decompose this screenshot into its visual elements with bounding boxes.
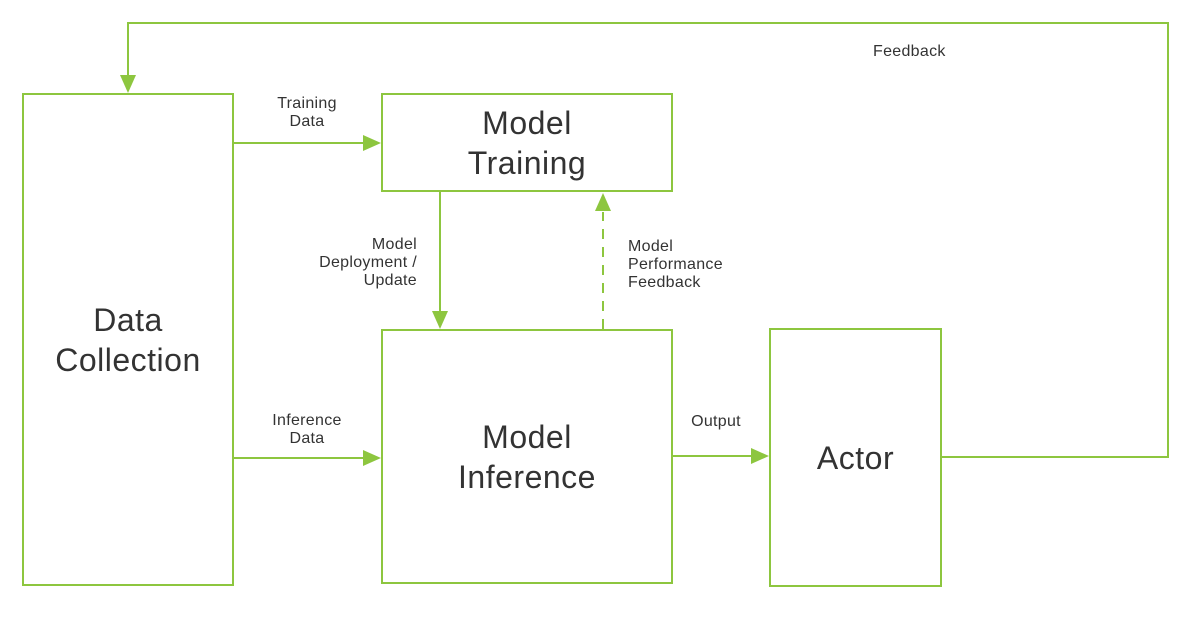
- edge-label-line: Model: [371, 236, 417, 253]
- edge-label-line: Update: [363, 272, 417, 289]
- edge-label-line: Data: [289, 430, 325, 447]
- edge-label-line: Training: [277, 95, 337, 112]
- model-deployment-arrow: [432, 192, 448, 329]
- model-performance-feedback-arrow: [595, 193, 611, 329]
- node-label-line: Training: [467, 144, 587, 181]
- edge-label-line: Performance: [628, 256, 723, 273]
- output-label: Output: [666, 413, 766, 431]
- node-label-line: Model: [482, 104, 572, 141]
- feedback-loop-arrow: [120, 22, 1169, 458]
- inference-data-arrow: [233, 450, 381, 466]
- arrowhead-right-icon: [363, 450, 381, 466]
- node-label-line: Actor: [816, 439, 895, 476]
- model-inference-node: Model Inference: [381, 329, 673, 584]
- edge-label-line: Feedback: [873, 43, 946, 60]
- arrowhead-down-icon: [432, 311, 448, 329]
- output-arrow: [673, 448, 769, 464]
- arrowhead-right-icon: [751, 448, 769, 464]
- node-label-line: Model: [482, 418, 572, 455]
- model-training-node: Model Training: [381, 93, 673, 192]
- edge-label-line: Model: [628, 238, 674, 255]
- training-data-label: Training Data: [247, 95, 367, 131]
- edge-label-line: Inference: [272, 412, 342, 429]
- model-performance-feedback-label: Model Performance Feedback: [628, 238, 798, 292]
- actor-node: Actor: [769, 328, 942, 587]
- node-label-line: Inference: [458, 458, 596, 495]
- edge-label-line: Data: [289, 113, 325, 130]
- node-label-line: Collection: [55, 341, 201, 378]
- arrowhead-up-icon: [595, 193, 611, 211]
- inference-data-label: Inference Data: [247, 412, 367, 448]
- arrowhead-right-icon: [363, 135, 381, 151]
- feedback-label: Feedback: [873, 43, 983, 61]
- node-label-line: Data: [93, 301, 163, 338]
- training-data-arrow: [233, 135, 381, 151]
- data-collection-node: Data Collection: [22, 93, 234, 586]
- edge-label-line: Deployment /: [319, 254, 417, 271]
- model-deployment-update-label: Model Deployment / Update: [257, 236, 417, 290]
- edge-label-line: Feedback: [628, 274, 701, 291]
- edge-label-line: Output: [691, 413, 741, 430]
- arrowhead-down-icon: [120, 75, 136, 93]
